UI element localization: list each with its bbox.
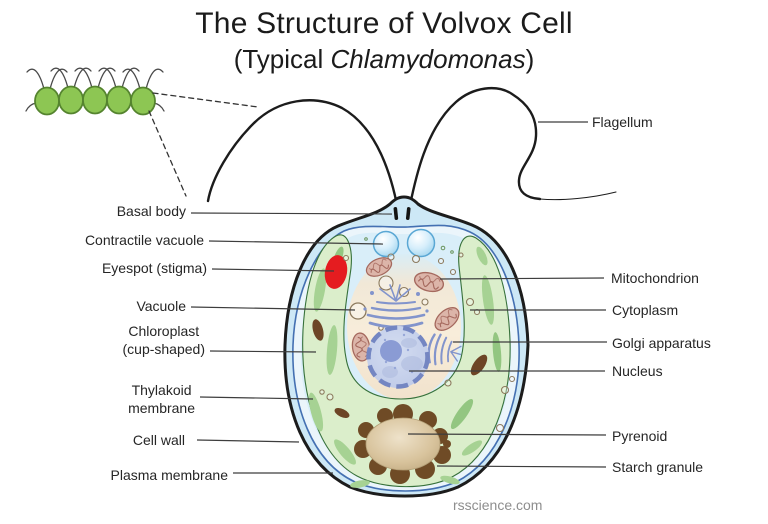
flagellum-right-path <box>407 87 542 212</box>
colony-cells <box>34 85 156 116</box>
label-plasma-membrane: Plasma membrane <box>110 467 229 483</box>
volvox-colony <box>25 67 259 197</box>
leader-chloroplast <box>209 350 317 353</box>
subtitle-prefix: (Typical <box>233 44 331 74</box>
label-chloroplast-line1: Chloroplast <box>128 323 200 339</box>
vacuole-circles <box>319 252 516 433</box>
label-starch-granule: Starch granule <box>612 459 704 475</box>
leader-vacuole <box>190 306 356 311</box>
label-cytoplasm: Cytoplasm <box>612 302 679 318</box>
leader-cell-wall <box>196 439 300 443</box>
leader-eyespot <box>211 268 335 272</box>
contractile-vacuoles <box>372 228 436 258</box>
label-contractile-vacuole: Contractile vacuole <box>84 232 204 248</box>
pyrenoid-shape <box>365 417 441 471</box>
label-nucleus: Nucleus <box>612 363 663 379</box>
label-basal-body: Basal body <box>116 203 186 219</box>
label-mitochondrion: Mitochondrion <box>611 270 699 286</box>
flagellum-left-path <box>206 99 400 212</box>
label-flagellum: Flagellum <box>592 114 653 130</box>
label-thylakoid-membrane: Thylakoid membrane <box>128 381 195 417</box>
zoom-wedge-lines <box>148 92 259 197</box>
nucleus-speckles <box>383 333 414 374</box>
leader-contractile-vacuole <box>208 240 384 245</box>
leader-lines <box>190 121 607 474</box>
label-eyespot: Eyespot (stigma) <box>101 260 207 276</box>
chloroplast-granules <box>312 319 488 418</box>
label-vacuole: Vacuole <box>136 298 186 314</box>
nucleus-shape <box>366 325 430 389</box>
leader-mitochondrion <box>439 277 605 280</box>
label-cell-wall: Cell wall <box>132 432 185 448</box>
label-thylakoid-line1: Thylakoid <box>131 382 192 398</box>
vacuole-shape <box>349 302 367 320</box>
subtitle-suffix: ) <box>525 44 535 74</box>
leader-pyrenoid <box>407 433 607 436</box>
page-title: The Structure of Volvox Cell <box>195 7 573 40</box>
eyespot-shape <box>324 255 348 289</box>
label-chloroplast-line2: (cup-shaped) <box>122 341 206 357</box>
nucleolus-shape <box>380 340 402 362</box>
golgi-apparatus-shape <box>363 284 429 329</box>
watermark: rsscience.com <box>453 497 543 513</box>
label-chloroplast: Chloroplast (cup-shaped) <box>123 322 206 358</box>
tiny-dots <box>364 237 454 254</box>
label-golgi-apparatus: Golgi apparatus <box>612 335 711 351</box>
leader-basal-body <box>190 212 393 215</box>
flagellum-right-tail <box>539 191 617 201</box>
page-subtitle: (Typical Chlamydomonas) <box>0 44 768 75</box>
basal-bodies <box>393 207 411 221</box>
flagella <box>206 87 617 212</box>
cell-body <box>283 195 530 498</box>
subtitle-species: Chlamydomonas <box>330 44 526 74</box>
leader-starch <box>436 465 607 468</box>
leader-thylakoid <box>199 396 314 400</box>
label-pyrenoid: Pyrenoid <box>612 428 668 444</box>
label-thylakoid-line2: membrane <box>128 400 195 416</box>
